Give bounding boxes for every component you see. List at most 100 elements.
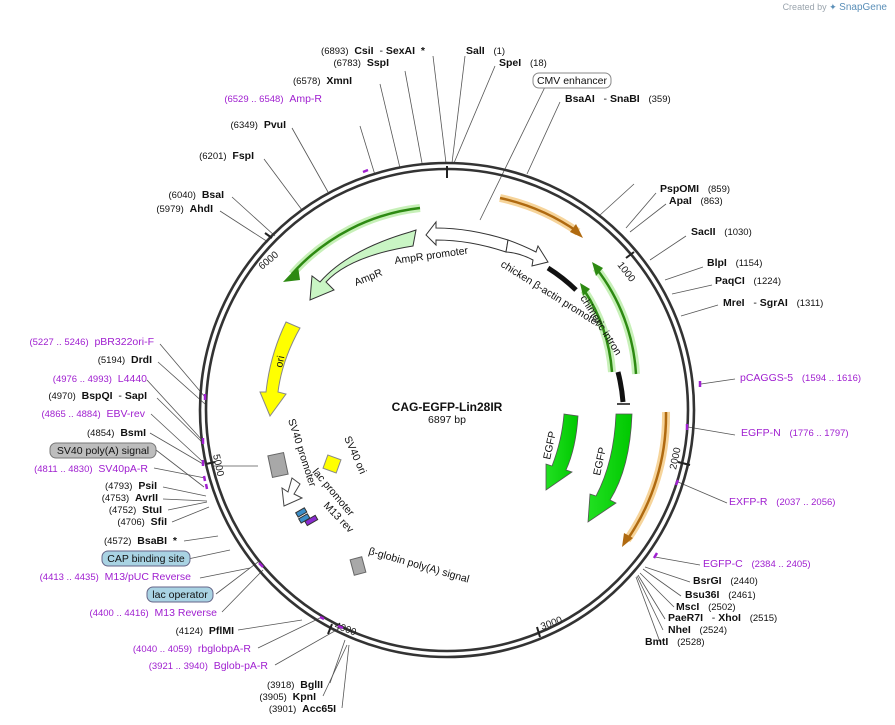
site-name: BmtI — [645, 636, 668, 648]
site-position: (2384 .. 2405) — [751, 559, 810, 570]
site-position: (4793) — [105, 481, 132, 492]
site-position: (3921 .. 3940) — [149, 661, 208, 672]
site-separator: - — [712, 612, 716, 624]
site-label-bmti: BmtI (2528) — [645, 636, 705, 648]
site-name: FspI — [232, 150, 254, 162]
boxed-labels: CMV enhancer SV40 poly(A) signal CAP bin… — [49, 72, 612, 603]
site-position: (4811 .. 4830) — [34, 464, 92, 475]
primer-marks — [201, 168, 702, 630]
site-label-nhei: NheI (2524) — [668, 624, 727, 636]
feature-arrow-egfp-2 — [587, 413, 633, 523]
site-name: ApaI — [669, 195, 692, 207]
snapgene-credit: Created by ✦ SnapGene — [783, 2, 887, 13]
tick-label-2000: 2000 — [668, 446, 683, 470]
site-position: (859) — [708, 184, 730, 195]
site-position: (18) — [530, 58, 547, 69]
site-name: KpnI — [293, 691, 316, 703]
site-label-amp-r: (6529 .. 6548) Amp-R — [224, 93, 322, 105]
site-position: (1) — [493, 46, 505, 57]
site-position: (2461) — [728, 590, 755, 601]
site-position: (5979) — [156, 204, 183, 215]
site-name-2: XhoI — [718, 612, 741, 624]
site-name: BspQI — [82, 390, 113, 402]
feature-label-egfp-2: EGFP — [591, 446, 609, 476]
left-site-labels: (6893) CsiI - SexAI *(6783) SspI(6578) X… — [29, 45, 425, 715]
site-label-bsai: (6040) BsaI — [169, 189, 225, 201]
site-position: (3901) — [269, 704, 296, 715]
site-marker: * — [421, 45, 426, 57]
site-position: (4706) — [117, 517, 144, 528]
site-name: NheI — [668, 624, 691, 636]
site-position: (4854) — [87, 428, 114, 439]
scale-ticks — [205, 166, 691, 638]
site-name: EXFP-R — [729, 496, 768, 508]
site-position: (1224) — [754, 276, 781, 287]
site-name: SacII — [691, 226, 716, 238]
site-name: AhdI — [190, 203, 213, 215]
site-position: (6201) — [199, 151, 226, 162]
tick-label-5000: 5000 — [210, 453, 225, 477]
site-name: pBR322ori-F — [94, 336, 154, 348]
site-name: EBV-rev — [106, 408, 145, 420]
site-name: Bglob-pA-R — [214, 660, 269, 672]
site-label-m13-reverse: (4400 .. 4416) M13 Reverse — [90, 607, 218, 619]
site-label-pflmi: (4124) PflMI — [176, 625, 234, 637]
site-label-sfii: (4706) SfiI — [117, 516, 167, 528]
feature-beta-globin-box — [349, 556, 367, 576]
site-position: (4413 .. 4435) — [40, 572, 99, 583]
site-name: BglII — [300, 679, 323, 691]
site-label-bglii: (3918) BglII — [267, 679, 323, 691]
feature-arrow-ori — [259, 321, 301, 418]
site-label-sspi: (6783) SspI — [334, 57, 390, 69]
site-position: (1154) — [736, 258, 763, 269]
site-position: (2502) — [708, 602, 735, 613]
site-position: (3918) — [267, 680, 294, 691]
site-label-bsrgi: BsrGI (2440) — [693, 575, 758, 587]
site-label-pcaggs-5: pCAGGS-5 (1594 .. 1616) — [740, 372, 861, 384]
site-name: SpeI — [499, 57, 521, 69]
site-label-psii: (4793) PsiI — [105, 480, 157, 492]
site-name: SalI — [466, 45, 485, 57]
feature-label-ori: ori — [273, 355, 287, 369]
site-position: (2528) — [677, 637, 704, 648]
tick-label-1000: 1000 — [615, 260, 638, 285]
site-name: PaqCI — [715, 275, 745, 287]
feature-arrow-lac-promoter — [281, 477, 304, 507]
feature-label-ampr: AmpR — [353, 267, 385, 289]
site-name: BsaAI — [565, 93, 595, 105]
feature-arrow-egfp-1 — [545, 413, 579, 491]
site-label-pvui: (6349) PvuI — [231, 119, 287, 131]
site-position: (4970) — [48, 391, 75, 402]
site-name: SfiI — [151, 516, 167, 528]
site-name: Acc65I — [302, 703, 336, 715]
site-name-2: SapI — [125, 390, 147, 402]
site-name: CsiI — [354, 45, 373, 57]
site-position: (2037 .. 2056) — [776, 497, 835, 508]
site-label-stui: (4752) StuI — [109, 504, 162, 516]
site-position: (4040 .. 4059) — [133, 644, 192, 655]
site-label-bspqi: (4970) BspQI - SapI — [48, 390, 147, 402]
site-name: Bsu36I — [685, 589, 720, 601]
site-name: PspOMI — [660, 183, 699, 195]
site-name: EGFP-C — [703, 558, 743, 570]
site-label-ebv-rev: (4865 .. 4884) EBV-rev — [41, 408, 145, 420]
site-name: BlpI — [707, 257, 727, 269]
site-label-xmni: (6578) XmnI — [293, 75, 352, 87]
site-label-sacii: SacII (1030) — [691, 226, 752, 238]
site-name: SV40pA-R — [98, 463, 148, 475]
site-name-2: SnaBI — [610, 93, 640, 105]
site-name: BsaBI — [137, 535, 167, 547]
site-name: SspI — [367, 57, 389, 69]
site-name: PsiI — [138, 480, 157, 492]
site-position: (4976 .. 4993) — [53, 374, 112, 385]
site-label-exfp-r: EXFP-R (2037 .. 2056) — [729, 496, 835, 508]
site-separator: - — [753, 297, 757, 309]
site-name: rbglobpA-R — [198, 643, 252, 655]
leader-lines — [146, 55, 736, 709]
site-label-ahdi: (5979) AhdI — [156, 203, 213, 215]
site-label-m13-puc-reverse: (4413 .. 4435) M13/pUC Reverse — [40, 571, 192, 583]
site-label-bsmi: (4854) BsmI — [87, 427, 146, 439]
site-name: AvrII — [135, 492, 158, 504]
site-label-acc65i: (3901) Acc65I — [269, 703, 336, 715]
feature-sv40-ori-box — [322, 454, 342, 474]
